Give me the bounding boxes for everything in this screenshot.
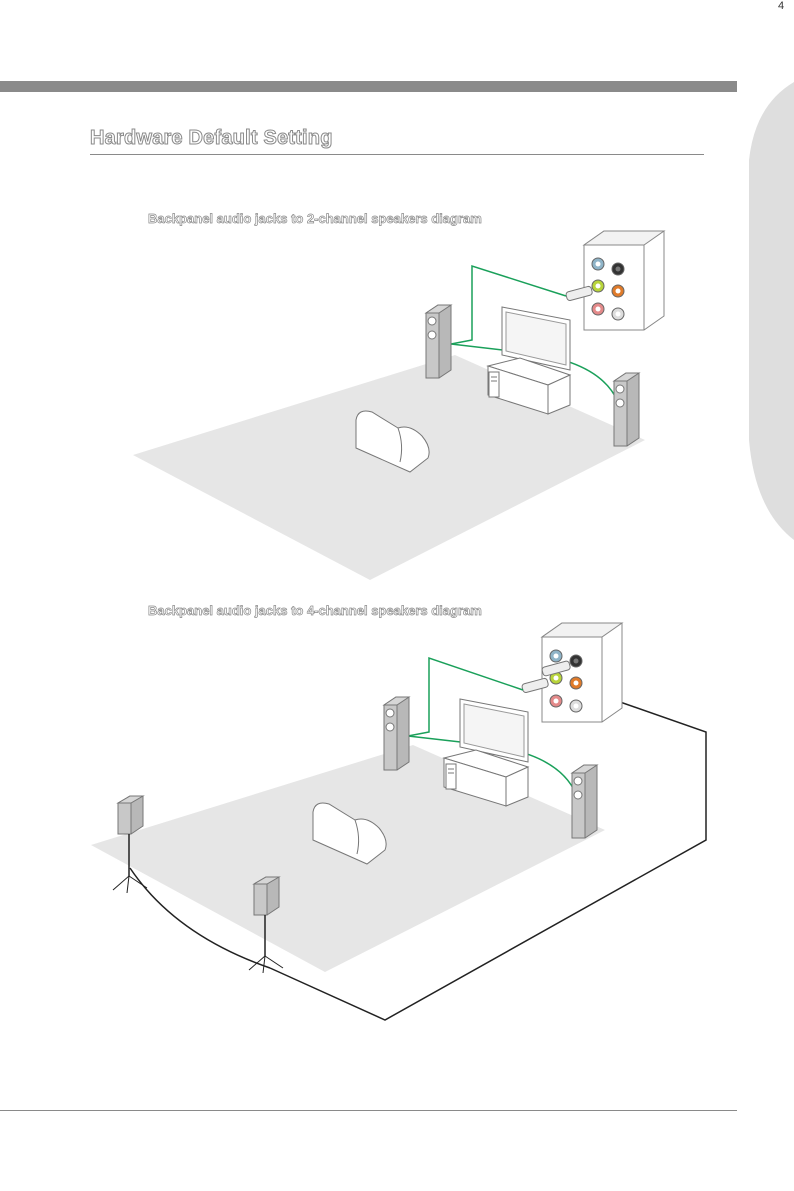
front-right-speaker bbox=[614, 373, 639, 446]
front-left-speaker bbox=[426, 305, 451, 378]
front-right-speaker bbox=[572, 765, 597, 838]
footer-rule bbox=[0, 1110, 737, 1111]
side-tab bbox=[737, 0, 794, 1191]
diagram-caption-4ch: Backpanel audio jacks to 4-channel speak… bbox=[148, 603, 482, 618]
diagram-2-channel bbox=[0, 225, 737, 590]
diagram-4-channel bbox=[0, 617, 737, 1027]
header-bar bbox=[0, 81, 737, 92]
diagram-caption-2ch: Backpanel audio jacks to 2-channel speak… bbox=[148, 211, 482, 226]
audio-back-panel bbox=[584, 231, 664, 330]
front-left-speaker bbox=[384, 697, 409, 770]
page-title: Hardware Default Setting bbox=[90, 127, 704, 155]
